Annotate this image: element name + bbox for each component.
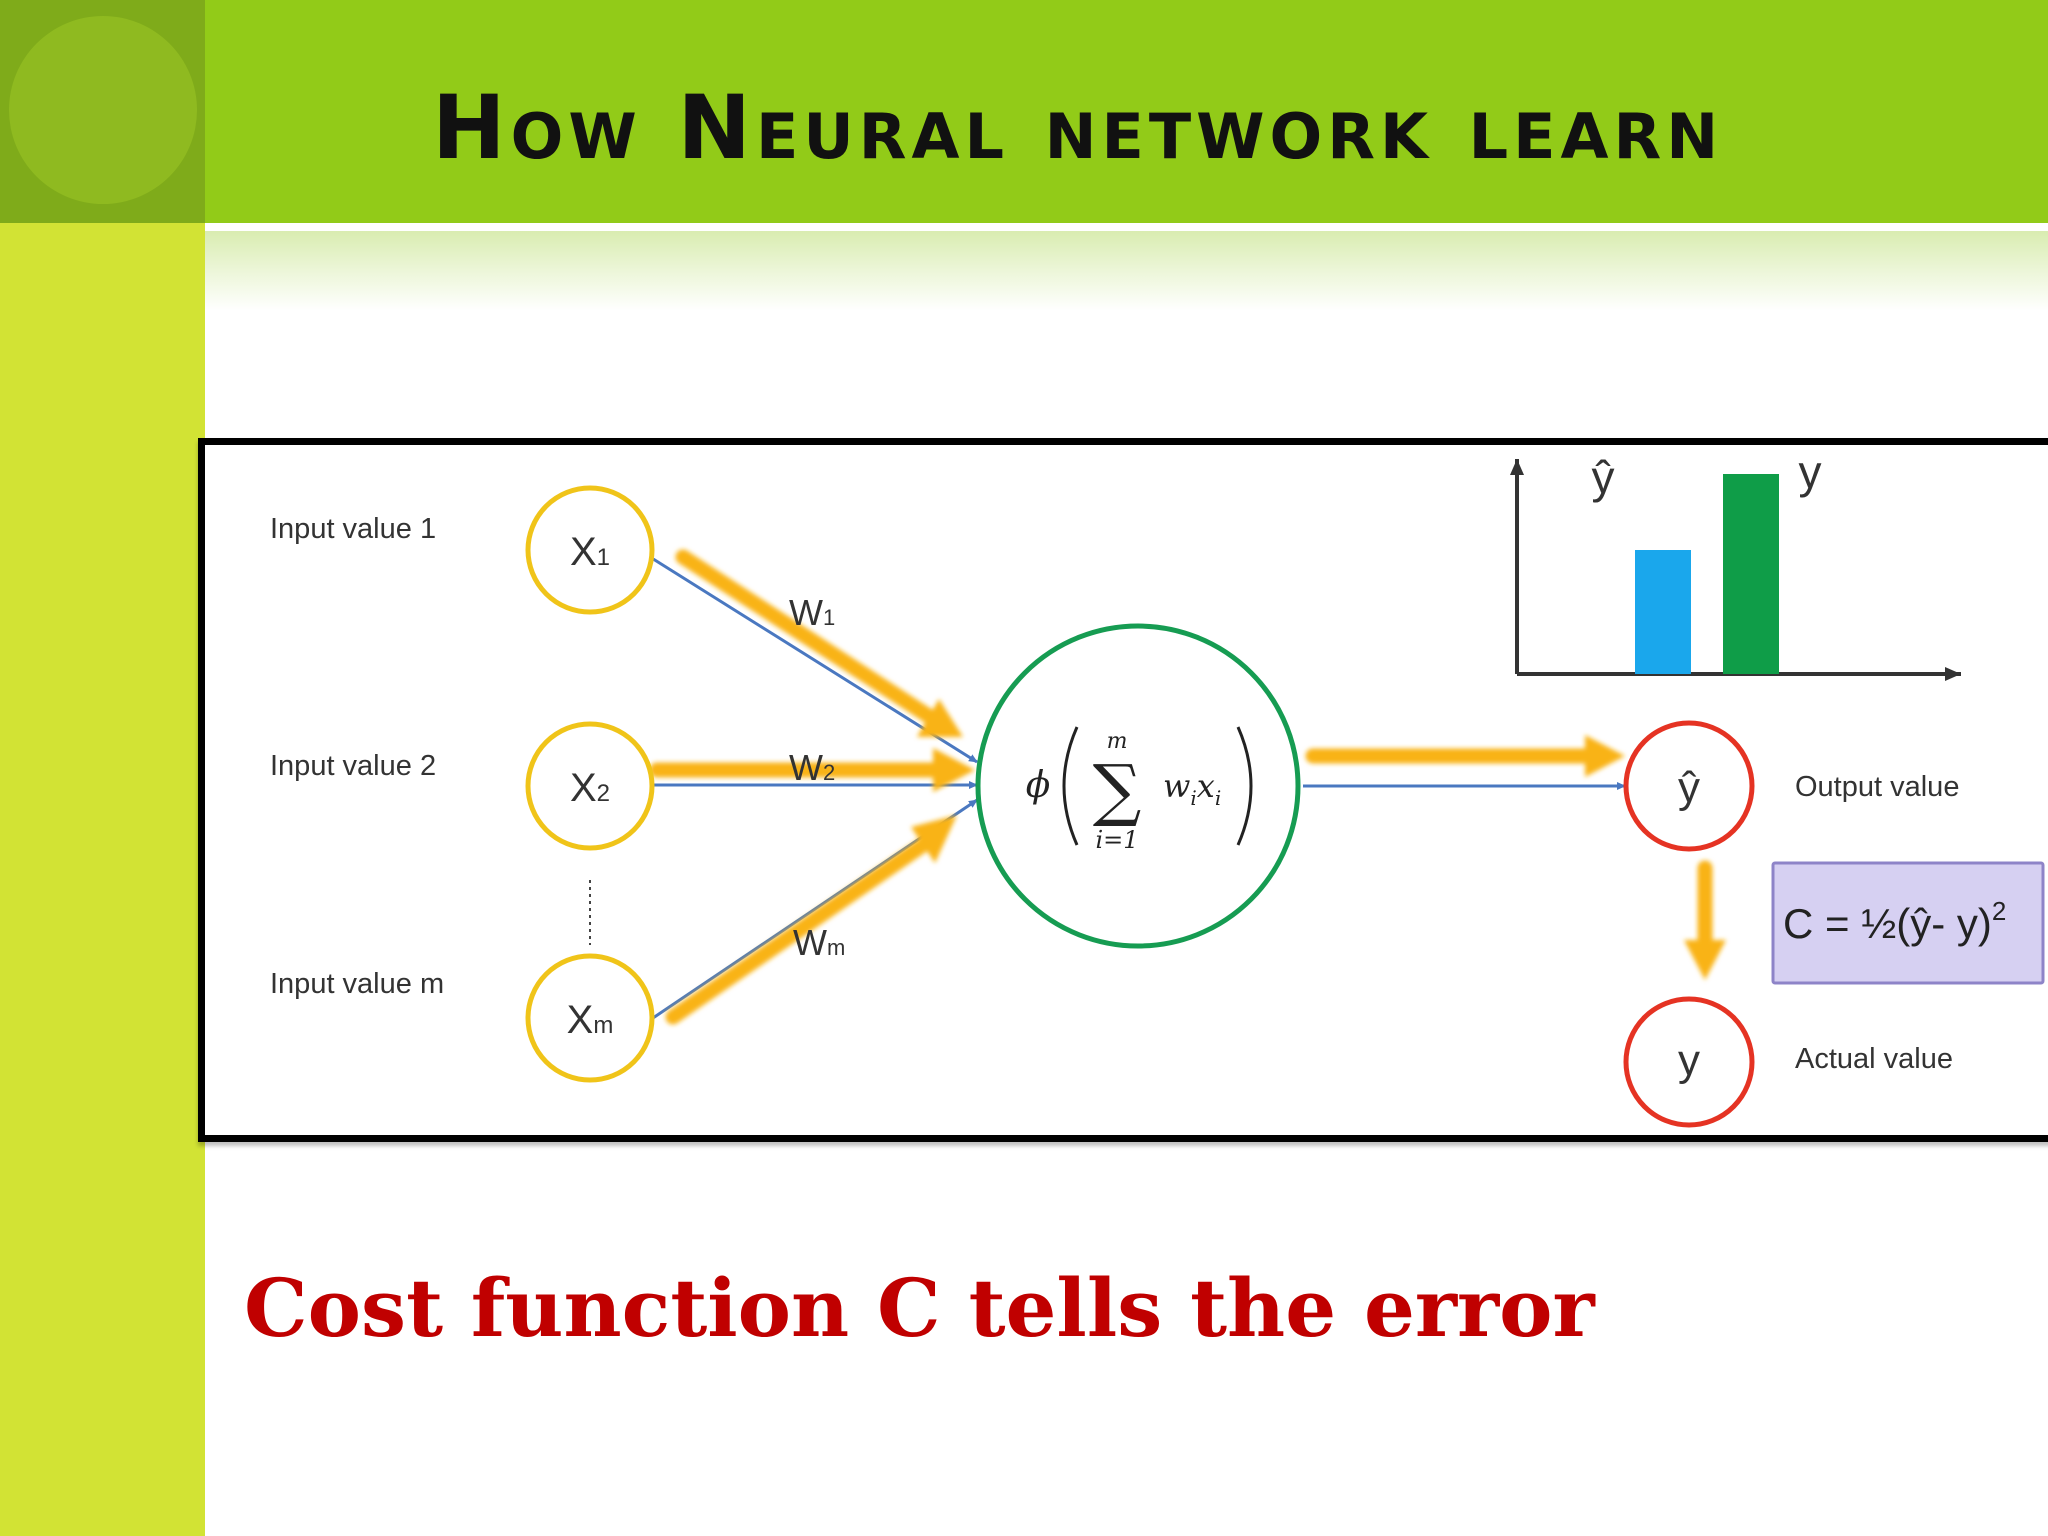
neuron-node: ϕ m ∑ i=1 wixi xyxy=(975,623,1301,949)
input-label-2: Input value 2 xyxy=(270,750,436,782)
slide-title: How Neural network learn xyxy=(432,76,1724,179)
phi-symbol: ϕ xyxy=(1026,765,1051,806)
left-paren xyxy=(1062,726,1079,846)
flow-arrow-2 xyxy=(649,748,975,792)
cost-function-formula: C = ½(ŷ- y)2 xyxy=(1783,896,2006,947)
sum-lower-bound: i=1 xyxy=(1095,826,1138,854)
flow-arrow-output xyxy=(1305,735,1625,777)
actual-label: Actual value xyxy=(1795,1043,1953,1075)
slide-caption: Cost function C tells the error xyxy=(244,1261,1595,1355)
svg-text:X1: X1 xyxy=(570,530,610,574)
weight-label-m: Wm xyxy=(793,922,845,963)
sigma-symbol: ∑ xyxy=(1093,751,1142,830)
flow-arrow-down xyxy=(1684,860,1726,980)
bar-predicted xyxy=(1635,550,1691,674)
input-node-2: X2 xyxy=(525,721,655,851)
output-label: Output value xyxy=(1795,771,1959,803)
weight-label-1: W1 xyxy=(789,592,835,633)
input-label-m: Input value m xyxy=(270,968,444,1000)
title-divider xyxy=(205,223,2048,231)
diagram-canvas: Input value 1 Input value 2 Input value … xyxy=(270,446,2045,1128)
sum-term: wixi xyxy=(1163,767,1221,810)
bar-actual-label: y xyxy=(1799,446,1822,498)
svg-text:Xm: Xm xyxy=(567,998,614,1042)
input-label-1: Input value 1 xyxy=(270,513,436,545)
weight-label-2: W2 xyxy=(789,747,835,788)
title-gradient xyxy=(205,231,2048,311)
title-bar xyxy=(205,0,2048,223)
comparison-bar-chart: ŷ y xyxy=(1510,446,1961,681)
corner-decoration xyxy=(0,0,205,223)
input-node-1: X1 xyxy=(525,485,655,615)
flow-arrow-m xyxy=(665,815,957,1025)
cost-function-box: C = ½(ŷ- y)2 xyxy=(1771,861,2045,985)
svg-text:X2: X2 xyxy=(570,766,610,810)
actual-node: y xyxy=(1623,996,1755,1128)
sum-upper-bound: m xyxy=(1107,729,1128,754)
output-node: ŷ xyxy=(1623,720,1755,852)
corner-circle xyxy=(9,16,197,204)
right-paren xyxy=(1236,726,1253,846)
neural-network-diagram: Input value 1 Input value 2 Input value … xyxy=(198,438,2048,1142)
bar-predicted-label: ŷ xyxy=(1592,451,1615,503)
input-node-m: Xm xyxy=(525,953,655,1083)
svg-text:ŷ: ŷ xyxy=(1678,763,1700,812)
flow-arrow-1 xyxy=(675,549,963,737)
svg-text:y: y xyxy=(1678,1036,1700,1085)
left-strip xyxy=(0,223,205,1536)
bar-actual xyxy=(1723,474,1779,674)
